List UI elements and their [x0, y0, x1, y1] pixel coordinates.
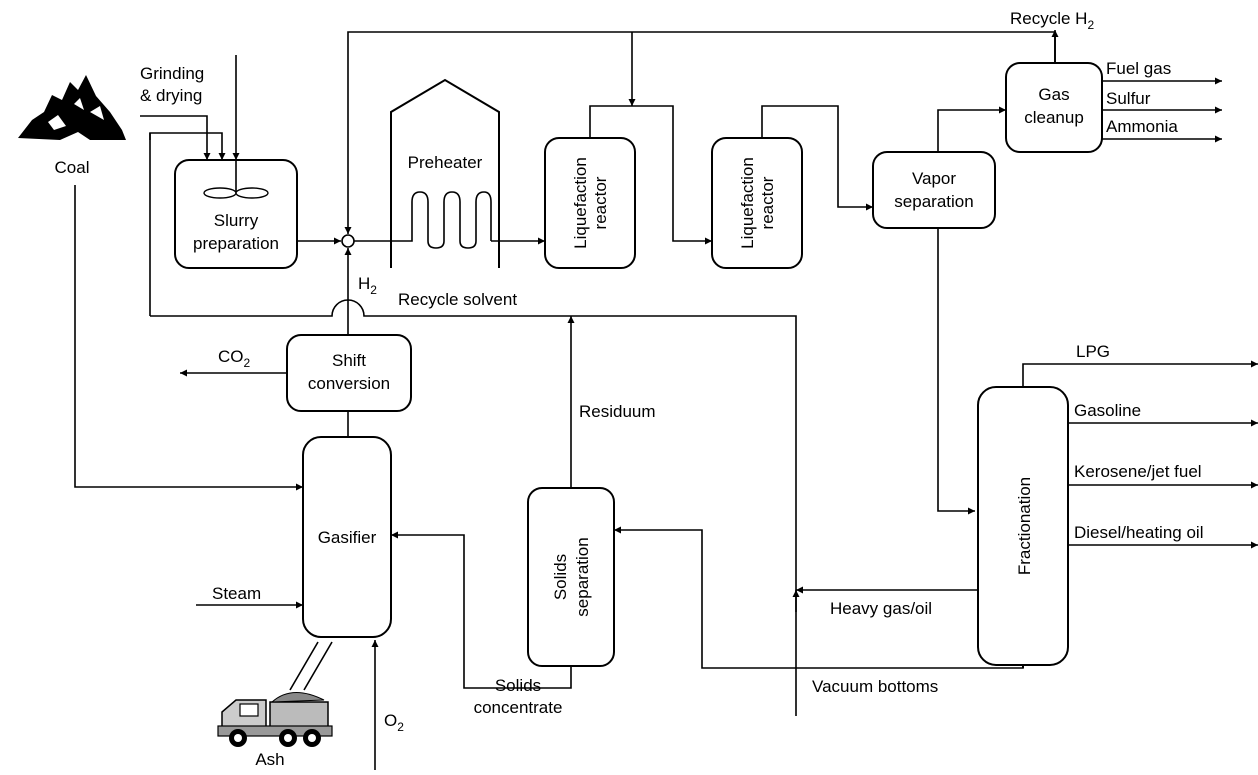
shift-conversion-unit: [286, 334, 412, 412]
lpg-line: [1022, 360, 1258, 387]
h2-label: H2: [358, 274, 377, 297]
liquefaction-reactor-2: [711, 137, 803, 269]
fuel-gas-label: Fuel gas: [1106, 59, 1171, 78]
coal-label: Coal: [55, 158, 90, 177]
sulfur-label: Sulfur: [1106, 89, 1151, 108]
slurry-label-2: preparation: [193, 234, 279, 253]
diesel-label: Diesel/heating oil: [1074, 523, 1203, 542]
vacuum-bottoms-line: [614, 526, 1024, 669]
solids-conc-label-2: concentrate: [474, 698, 563, 717]
steam-label: Steam: [212, 584, 261, 603]
ash-chute: [289, 641, 333, 691]
slurry-label-1: Slurry: [214, 211, 259, 230]
vapor-to-fractionation-line: [937, 228, 975, 515]
residuum-label: Residuum: [579, 402, 656, 421]
solids-concentrate-line: [391, 531, 572, 689]
solids-conc-label-1: Solids: [495, 676, 541, 695]
agitator-icon: [203, 160, 269, 199]
coal-pile-icon: [18, 75, 126, 140]
vapor-separation-unit: [872, 151, 996, 229]
liq2-label-2: reactor: [758, 176, 777, 229]
reactor2-to-vapor-line: [761, 105, 873, 211]
grinding-input-line: [140, 115, 211, 160]
preheater-label: Preheater: [408, 153, 483, 172]
vapor-to-gas-cleanup-line: [937, 106, 1006, 152]
solids-separation-unit: [527, 487, 615, 667]
heavy-gas-oil-label: Heavy gas/oil: [830, 599, 932, 618]
liq1-label-1: Liquefaction: [571, 157, 590, 249]
gas-cleanup-unit: [1005, 62, 1103, 153]
gas-cleanup-label-2: cleanup: [1024, 108, 1084, 127]
shift-label-1: Shift: [332, 351, 366, 370]
gas-cleanup-label-1: Gas: [1038, 85, 1069, 104]
ash-label: Ash: [255, 750, 284, 769]
lpg-label: LPG: [1076, 342, 1110, 361]
vapor-label-2: separation: [894, 192, 973, 211]
grinding-label-2: & drying: [140, 86, 202, 105]
preheater-unit: [390, 78, 500, 268]
fractionation-label: Fractionation: [1015, 477, 1034, 575]
liq1-label-2: reactor: [591, 176, 610, 229]
liq2-label-1: Liquefaction: [738, 157, 757, 249]
vacuum-bottoms-label: Vacuum bottoms: [812, 677, 938, 696]
solids-sep-label-1: Solids: [551, 554, 570, 600]
vapor-label-1: Vapor: [912, 169, 956, 188]
coal-feed-line: [74, 185, 303, 491]
recycle-solvent-label: Recycle solvent: [398, 290, 517, 309]
solids-sep-label-2: separation: [573, 537, 592, 616]
reactor1-to-reactor2-line: [589, 105, 712, 245]
shift-label-2: conversion: [308, 374, 390, 393]
recycle-h2-label: Recycle H2: [1010, 9, 1094, 32]
liquefaction-reactor-1: [544, 137, 636, 269]
ammonia-label: Ammonia: [1106, 117, 1178, 136]
mixing-node: [341, 234, 355, 248]
kerosene-label: Kerosene/jet fuel: [1074, 462, 1202, 481]
grinding-label-1: Grinding: [140, 64, 204, 83]
co2-label: CO2: [218, 347, 251, 370]
recycle-solvent-to-slurry: [149, 132, 226, 316]
gasifier-label: Gasifier: [318, 528, 377, 547]
dump-truck-icon: [217, 692, 333, 747]
o2-label: O2: [384, 711, 404, 734]
recycle-solvent-line: [150, 299, 797, 716]
gasoline-label: Gasoline: [1074, 401, 1141, 420]
